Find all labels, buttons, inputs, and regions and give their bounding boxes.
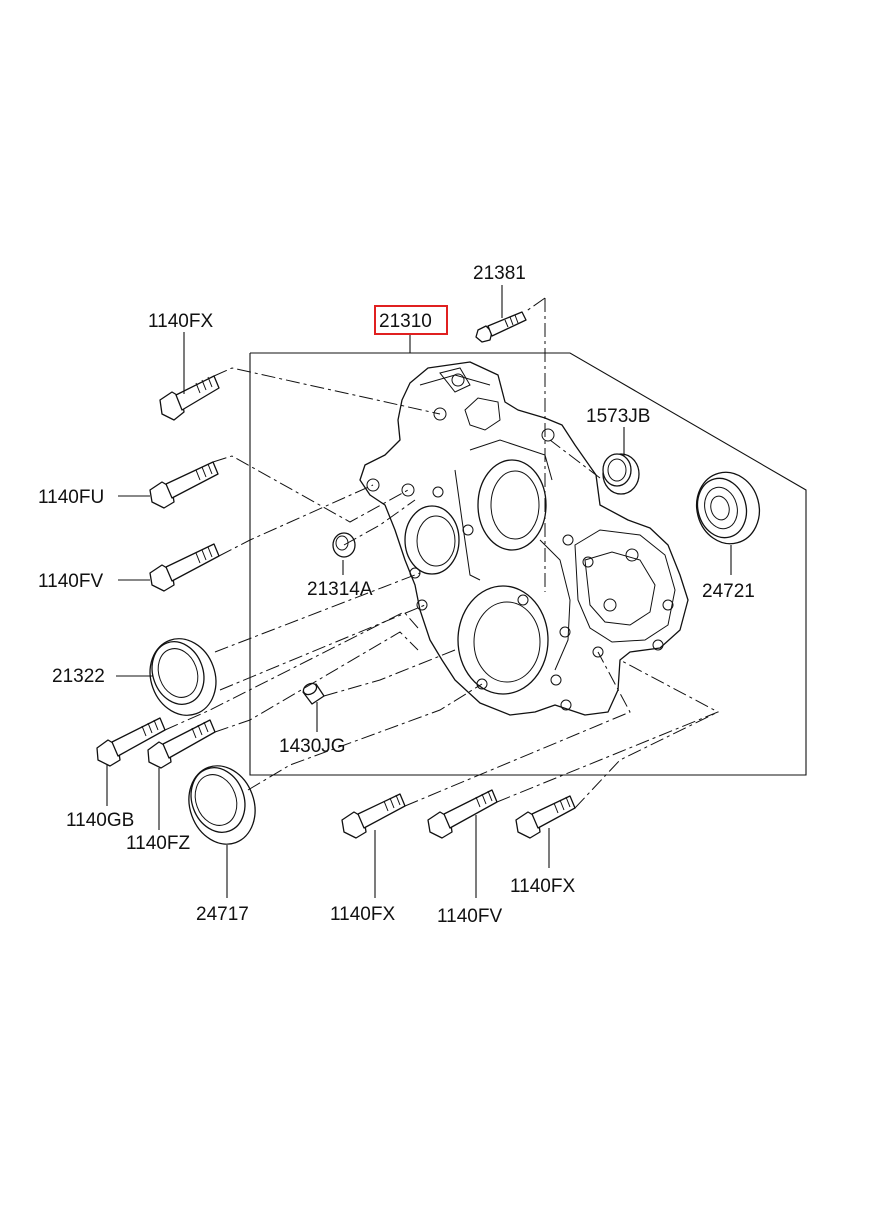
- highlight-box-21310: [374, 305, 448, 335]
- label-24717[interactable]: 24717: [196, 904, 249, 925]
- oil-seal-24717: [188, 765, 256, 845]
- label-1140FX-top[interactable]: 1140FX: [148, 311, 213, 332]
- bolt-1140FX-bottom: [341, 793, 406, 839]
- label-1140GB[interactable]: 1140GB: [66, 810, 134, 831]
- oil-seal-21322: [149, 638, 217, 716]
- assembly-outline: [249, 352, 807, 776]
- label-24721[interactable]: 24721: [702, 581, 755, 602]
- label-1573JB[interactable]: 1573JB: [586, 406, 650, 427]
- guide-lines: [164, 297, 720, 809]
- label-1140FX-bottom[interactable]: 1140FX: [330, 904, 395, 925]
- label-1430JG[interactable]: 1430JG: [279, 736, 346, 757]
- pin-1430JG: [302, 682, 325, 705]
- label-1140FV-left[interactable]: 1140FV: [38, 571, 103, 592]
- bolt-21381: [475, 311, 527, 343]
- leader-lines: [106, 285, 732, 898]
- bolt-1140FV-bottom: [427, 789, 498, 839]
- front-case-21310: [359, 361, 689, 716]
- label-1140FX-right[interactable]: 1140FX: [510, 876, 575, 897]
- label-1140FU[interactable]: 1140FU: [38, 487, 104, 508]
- bearing-24721: [695, 471, 761, 545]
- label-1140FV-bottom[interactable]: 1140FV: [437, 906, 502, 927]
- bolt-1140FX-top: [159, 375, 220, 421]
- label-21381[interactable]: 21381: [473, 263, 526, 284]
- bolt-1140FZ: [147, 719, 216, 769]
- bushing-1573JB: [602, 453, 640, 495]
- bolt-1140GB: [96, 717, 166, 767]
- label-21310[interactable]: 21310: [379, 311, 432, 332]
- bolt-1140FX-right: [515, 795, 576, 839]
- label-1140FZ[interactable]: 1140FZ: [126, 833, 190, 854]
- bolt-1140FV-left: [149, 543, 220, 592]
- label-21322[interactable]: 21322: [52, 666, 105, 687]
- bolt-1140FU: [149, 461, 219, 509]
- label-21314A[interactable]: 21314A: [307, 579, 373, 600]
